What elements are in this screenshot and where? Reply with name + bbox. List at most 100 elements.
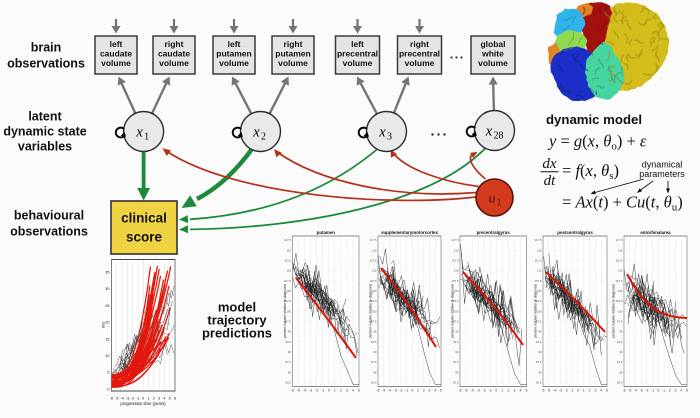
svg-text:20: 20 [105, 321, 109, 325]
svg-text:3: 3 [387, 132, 392, 143]
svg-text:112.5: 112.5 [616, 259, 623, 263]
svg-text:5: 5 [358, 389, 360, 393]
svg-text:110: 110 [454, 269, 459, 273]
svg-text:-3: -3 [559, 389, 562, 393]
svg-text:= Ax(t) + Cu(t, θu): = Ax(t) + Cu(t, θu) [562, 193, 683, 214]
svg-text:2: 2 [153, 397, 155, 401]
svg-text:percent volume relative to dia: percent volume relative to diagnosis [283, 284, 287, 338]
svg-text:dynamical: dynamical [642, 160, 683, 170]
svg-text:1: 1 [501, 389, 503, 393]
svg-text:1: 1 [417, 389, 419, 393]
svg-text:1: 1 [497, 198, 502, 209]
svg-text:82.5: 82.5 [536, 381, 542, 385]
svg-text:110: 110 [537, 269, 542, 273]
svg-text:-4: -4 [120, 397, 123, 401]
svg-text:6: 6 [174, 397, 176, 401]
svg-text:115: 115 [287, 248, 292, 252]
svg-text:left: left [351, 39, 364, 49]
svg-text:left: left [228, 39, 241, 49]
svg-text:0: 0 [495, 389, 497, 393]
svg-text:115: 115 [372, 248, 377, 252]
svg-text:variables: variables [18, 140, 72, 154]
svg-text:supplementarymotorcortex: supplementarymotorcortex [381, 230, 438, 235]
svg-text:0: 0 [107, 387, 109, 391]
svg-text:82.5: 82.5 [286, 381, 292, 385]
svg-text:102.5: 102.5 [284, 299, 291, 303]
svg-text:28: 28 [494, 131, 504, 142]
svg-text:parameters: parameters [639, 169, 685, 179]
svg-text:postcentralgyrus: postcentralgyrus [557, 230, 593, 235]
svg-text:97.5: 97.5 [453, 320, 459, 324]
svg-text:87.5: 87.5 [536, 360, 542, 364]
svg-text:87.5: 87.5 [617, 360, 623, 364]
svg-text:-5: -5 [628, 389, 631, 393]
svg-text:100: 100 [454, 309, 459, 313]
svg-text:x: x [135, 125, 143, 141]
svg-text:right: right [284, 39, 303, 49]
svg-text:110: 110 [372, 269, 377, 273]
svg-text:90: 90 [373, 350, 377, 354]
svg-text:-2: -2 [131, 397, 134, 401]
svg-text:tms: tms [101, 322, 106, 328]
svg-text:= f(x, θs): = f(x, θs) [562, 161, 619, 182]
svg-text:dx: dx [542, 156, 557, 172]
svg-text:117.5: 117.5 [616, 238, 623, 242]
svg-text:112.5: 112.5 [535, 259, 542, 263]
svg-text:dynamic state: dynamic state [3, 125, 86, 139]
svg-text:5: 5 [686, 389, 688, 393]
svg-text:-2: -2 [565, 389, 568, 393]
svg-text:100: 100 [618, 309, 623, 313]
svg-text:97.5: 97.5 [371, 320, 377, 324]
svg-text:92.5: 92.5 [286, 340, 292, 344]
svg-text:volume: volume [343, 58, 373, 68]
svg-text:1: 1 [144, 132, 149, 143]
svg-text:latent: latent [28, 110, 62, 124]
svg-text:dt: dt [544, 173, 557, 189]
svg-text:87.5: 87.5 [371, 360, 377, 364]
svg-text:volume: volume [278, 58, 308, 68]
svg-text:1: 1 [583, 389, 585, 393]
svg-text:112.5: 112.5 [370, 259, 377, 263]
svg-text:caudate: caudate [100, 48, 132, 58]
svg-text:30: 30 [105, 287, 109, 291]
svg-text:117.5: 117.5 [452, 238, 459, 242]
svg-text:95: 95 [619, 330, 623, 334]
svg-text:-5: -5 [297, 389, 300, 393]
svg-text:4: 4 [352, 389, 354, 393]
svg-text:87.5: 87.5 [286, 360, 292, 364]
svg-text:-3: -3 [394, 389, 397, 393]
svg-text:observations: observations [7, 57, 85, 71]
svg-text:volume: volume [219, 58, 249, 68]
svg-text:trajectory: trajectory [207, 313, 267, 328]
svg-text:95: 95 [538, 330, 542, 334]
svg-text:precentral: precentral [337, 48, 378, 58]
svg-text:clinical: clinical [121, 211, 167, 226]
svg-text:105: 105 [618, 289, 623, 293]
svg-text:0: 0 [411, 389, 413, 393]
svg-text:85: 85 [538, 370, 542, 374]
svg-text:87.5: 87.5 [453, 360, 459, 364]
svg-text:-2: -2 [645, 389, 648, 393]
svg-text:25: 25 [105, 304, 109, 308]
svg-text:-3: -3 [477, 389, 480, 393]
svg-text:82.5: 82.5 [617, 381, 623, 385]
svg-text:percent volume relative to dia: percent volume relative to diagnosis [369, 284, 373, 338]
svg-text:-1: -1 [405, 389, 408, 393]
svg-text:102.5: 102.5 [452, 299, 459, 303]
svg-text:predictions: predictions [202, 326, 272, 341]
svg-text:10: 10 [105, 354, 109, 358]
svg-text:white: white [481, 48, 504, 58]
svg-text:volume: volume [159, 58, 189, 68]
svg-text:95: 95 [373, 330, 377, 334]
svg-text:100: 100 [537, 309, 542, 313]
svg-text:x: x [485, 124, 493, 140]
svg-text:85: 85 [619, 370, 623, 374]
svg-text:105: 105 [286, 289, 291, 293]
svg-text:5: 5 [526, 389, 528, 393]
svg-text:left: left [110, 39, 123, 49]
svg-text:4: 4 [434, 389, 436, 393]
svg-text:-4: -4 [471, 389, 474, 393]
svg-text:right: right [410, 39, 429, 49]
svg-text:2: 2 [669, 389, 671, 393]
svg-text:-5: -5 [547, 389, 550, 393]
